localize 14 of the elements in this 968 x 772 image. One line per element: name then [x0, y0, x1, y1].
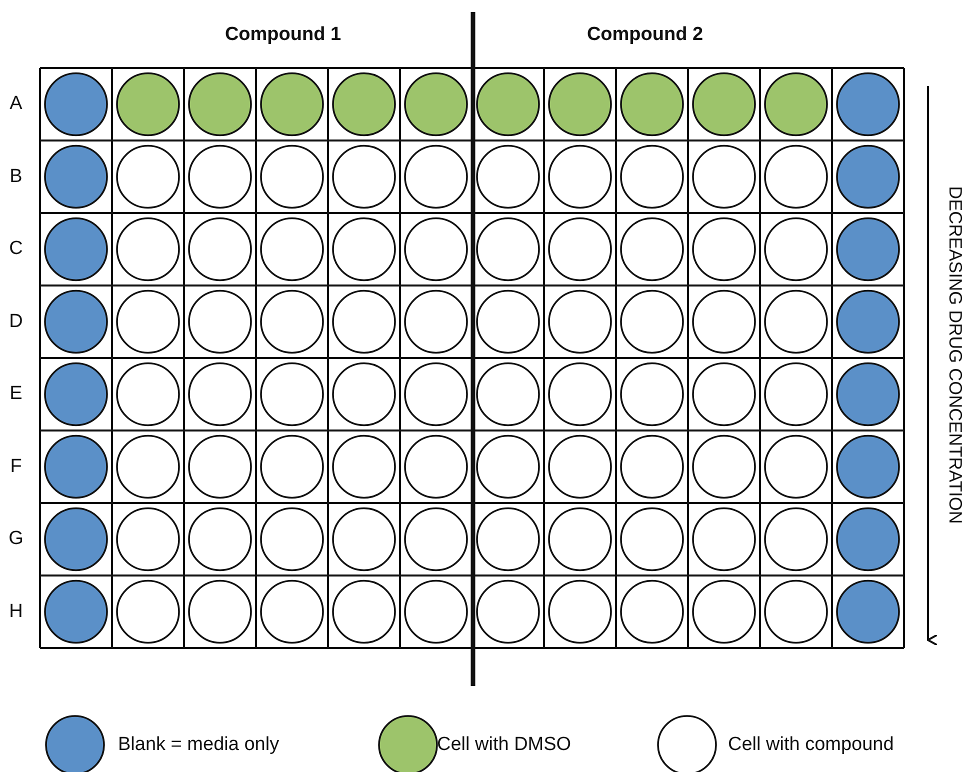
row-label: E: [10, 383, 22, 406]
row-label: F: [10, 456, 22, 478]
row-label: B: [10, 166, 22, 188]
column-group-label: Compound 1: [224, 24, 342, 46]
row-label: D: [9, 310, 23, 333]
row-label: G: [8, 528, 24, 550]
column-group-label: Compound 2: [586, 24, 704, 46]
row-label: C: [9, 238, 23, 260]
legend-label: Blank = media only: [118, 734, 280, 756]
row-label: A: [10, 93, 22, 116]
axis-label: DECREASING DRUG CONCENTRATION: [944, 186, 966, 524]
row-label: H: [9, 600, 23, 623]
legend-label: Cell with compound: [728, 734, 894, 756]
legend-label: Cell with DMSO: [437, 734, 572, 756]
